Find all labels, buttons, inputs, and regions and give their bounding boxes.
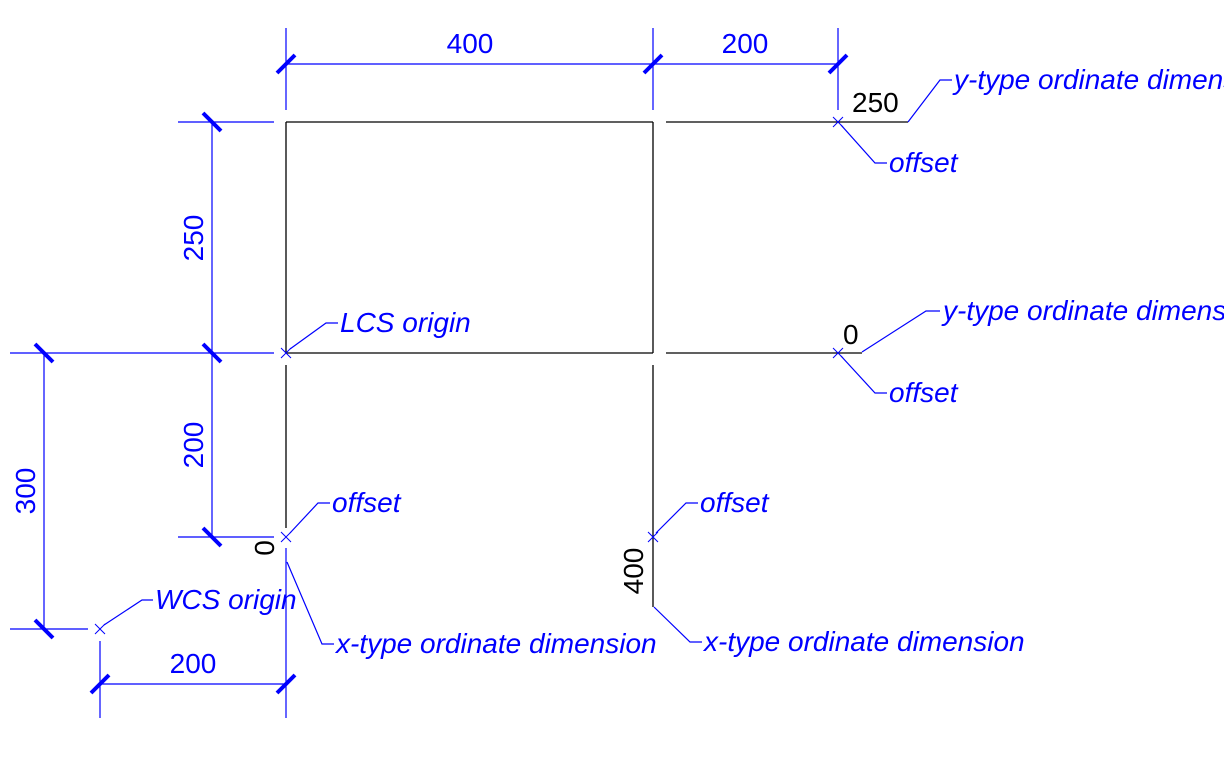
leader-offset-top: [840, 124, 887, 164]
leader-x-type-center: [653, 606, 702, 643]
tick: [642, 53, 664, 75]
ordinate-value-mid: 0: [843, 319, 859, 350]
label-x-type-left: x-type ordinate dimension: [334, 628, 657, 659]
dimension-texts: 400 200 250 200 300 200: [10, 28, 768, 679]
tick: [33, 618, 55, 640]
label-offset-top: offset: [889, 147, 959, 178]
label-y-type-top: y-type ordinate dimension: [952, 64, 1224, 95]
dimension-value-top-width: 400: [447, 28, 494, 59]
leader-offset-left: [289, 502, 330, 534]
leader-y-type-top: [907, 79, 952, 123]
leader-x-type-left: [286, 561, 334, 645]
label-lcs-origin: LCS origin: [340, 307, 471, 338]
leader-offset-mid: [840, 355, 887, 394]
leader-y-type-mid: [861, 310, 940, 353]
tick: [89, 673, 111, 695]
dimension-value-top-right: 200: [722, 28, 769, 59]
label-y-type-mid: y-type ordinate dimension: [941, 295, 1224, 326]
tick: [275, 673, 297, 695]
tick: [201, 526, 223, 548]
lcs-origin-marker: [280, 347, 292, 359]
wcs-origin-marker: [94, 623, 106, 635]
label-x-type-center: x-type ordinate dimension: [702, 626, 1025, 657]
dimension-lines: [10, 28, 839, 718]
leader-offset-center: [655, 502, 698, 534]
geometry: [285, 121, 908, 607]
dimension-ticks: [33, 53, 849, 695]
ordinate-value-top: 250: [852, 87, 899, 118]
ordinate-values: 250 0 0 400: [249, 87, 899, 594]
dimension-value-left-upper: 250: [178, 215, 209, 262]
ordinate-value-left: 0: [249, 540, 280, 556]
tick: [827, 53, 849, 75]
tick: [275, 53, 297, 75]
tick: [201, 342, 223, 364]
leader-lcs-origin: [289, 322, 338, 350]
label-offset-mid: offset: [889, 377, 959, 408]
tick: [33, 342, 55, 364]
dimension-value-far-left: 300: [10, 468, 41, 515]
dimension-value-bottom: 200: [170, 648, 217, 679]
label-offset-center: offset: [700, 487, 770, 518]
point-markers: [94, 116, 844, 635]
leader-wcs-origin: [103, 599, 153, 626]
annotation-labels: y-type ordinate dimension offset LCS ori…: [155, 64, 1224, 659]
dimension-value-left-lower: 200: [178, 422, 209, 469]
leader-lines: [103, 79, 952, 645]
tick: [201, 111, 223, 133]
ordinate-value-center: 400: [618, 548, 649, 595]
label-offset-left: offset: [332, 487, 402, 518]
offset-marker-center: [647, 531, 659, 543]
offset-marker-left: [280, 531, 292, 543]
label-wcs-origin: WCS origin: [155, 584, 297, 615]
